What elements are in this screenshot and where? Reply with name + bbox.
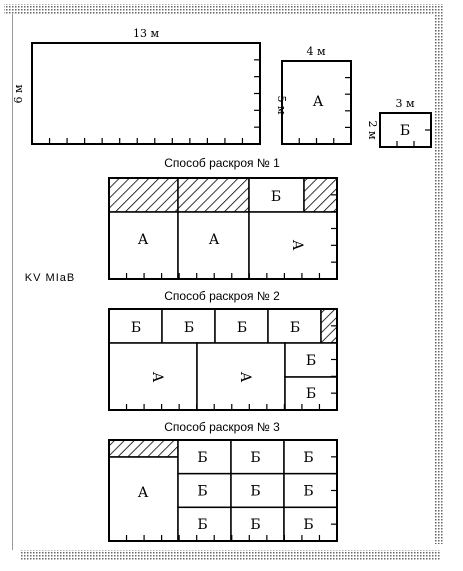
piece-a-cut [108,456,179,542]
piece-b-label: Б [303,484,313,500]
method-1-caption: Способ раскроя № 1 [164,156,280,170]
method-2-ticks [125,325,337,410]
waste-area [177,177,250,213]
piece-b-cut [177,472,232,509]
piece-a-cut [108,211,179,280]
piece-a-label: А [138,485,149,501]
method-1-layout: Б А А А [108,177,338,280]
frame-left-edge [12,14,13,550]
waste-area [108,439,179,458]
piece-b-label: Б [306,386,316,402]
side-text: KV MIaB [25,272,75,284]
piece-b-outline [379,112,432,148]
piece-b-cut [248,177,305,213]
piece-b-cut [230,439,285,475]
method-3-ticks [125,456,337,541]
piece-b-label: Б [131,320,141,336]
waste-area [108,177,179,213]
piece-b-label: Б [400,123,410,139]
piece-b-label: Б [197,484,207,500]
piece-b-ticks [396,129,431,147]
piece-b-height-label: 2 м [366,120,379,139]
piece-a-label: А [313,94,324,110]
sheet-height-label: 6 м [12,84,25,103]
piece-b-label: Б [250,450,260,466]
piece-b-label: Б [237,320,247,336]
sheet-outline [31,42,261,145]
piece-b-label: Б [271,189,281,205]
frame-bottom-border [20,550,440,560]
piece-a-ticks [298,76,351,144]
piece-b-label: Б [303,450,313,466]
piece-b-cut [267,308,322,344]
piece-a-label-rotated: А [237,372,253,383]
method-3-layout: Б Б Б Б Б Б Б Б Б А [108,439,338,542]
piece-a-label-rotated: А [149,372,165,383]
method-3-caption: Способ раскроя № 3 [164,420,280,434]
piece-b-label: Б [197,450,207,466]
piece-a-cut-rotated [196,342,286,411]
method-2-layout: Б Б Б Б А А Б Б [108,308,338,411]
frame-right-border [434,4,444,544]
sheet-width-label: 13 м [133,27,159,40]
piece-b-label: Б [306,353,316,369]
method-1-ticks [125,194,337,279]
piece-b-label: Б [303,517,313,533]
sheet-ticks [48,59,260,144]
piece-b-label: Б [290,320,300,336]
piece-b-width-label: 3 м [395,97,414,110]
piece-a-reference: 4 м 5 м А [275,45,352,145]
piece-b-cut [230,472,285,509]
frame-top-border [4,4,444,14]
sheet-13x6: 13 м 6 м [12,27,261,145]
piece-a-width-label: 4 м [306,45,325,58]
method-3-b-grid: Б Б Б Б Б Б Б Б Б [177,439,338,542]
piece-a-label-rotated: А [289,240,305,251]
piece-b-label: Б [197,517,207,533]
piece-b-label: Б [184,320,194,336]
piece-a-height-label: 5 м [275,95,288,114]
piece-b-reference: 3 м 2 м Б [366,97,432,148]
piece-a-label: А [209,232,220,248]
piece-b-label: Б [250,484,260,500]
piece-b-label: Б [250,517,260,533]
method-2-caption: Способ раскроя № 2 [164,289,280,303]
piece-a-label: А [138,232,149,248]
piece-b-cut-rotated [284,376,338,411]
piece-a-cut [177,211,250,280]
piece-b-cut [177,506,232,542]
